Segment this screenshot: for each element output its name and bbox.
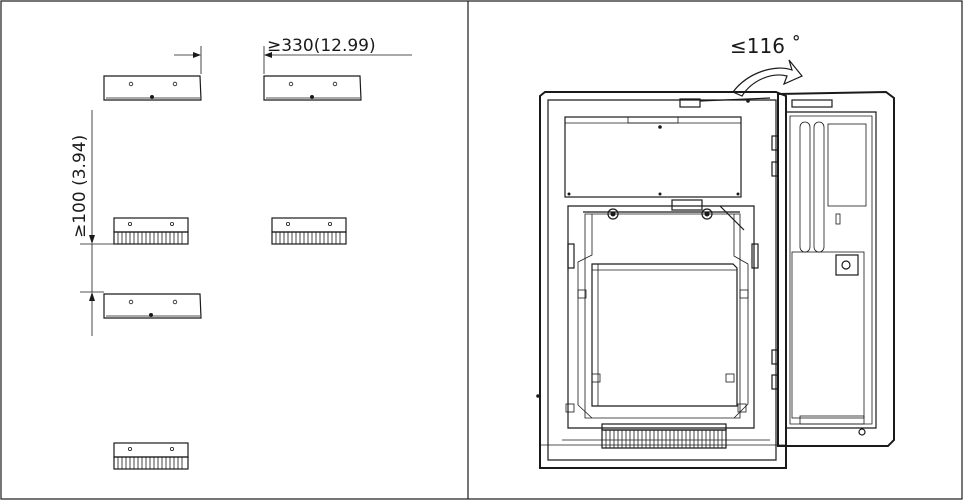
rotation-arrow-icon (732, 59, 803, 97)
cable-gland-comb (601, 423, 727, 449)
bracket-top-right (263, 75, 362, 101)
door-angle-label: ≤116 ˚ (730, 34, 801, 58)
left-panel-mounting-spacing: ≥330(12.99) ≥100 (3.94) (70, 36, 412, 470)
right-panel-open-housing: ≤116 ˚ (536, 34, 895, 469)
comb-bracket-middle-right (271, 217, 347, 245)
comb-bracket-bottom (113, 442, 189, 470)
horizontal-dimension-label: ≥330(12.99) (267, 36, 376, 56)
vertical-dimension-line (80, 110, 114, 336)
opened-door (777, 90, 895, 447)
comb-bracket-middle-left (113, 217, 189, 245)
electronics-module (591, 263, 738, 407)
bracket-top-left (103, 75, 202, 101)
top-hinge-bar (679, 97, 833, 108)
bracket-lower-left (103, 293, 202, 319)
vertical-dimension-label: ≥100 (3.94) (70, 135, 90, 238)
horizontal-dimension-line (174, 46, 412, 74)
upper-compartment (564, 116, 742, 198)
inner-mounting-frame (565, 199, 759, 429)
